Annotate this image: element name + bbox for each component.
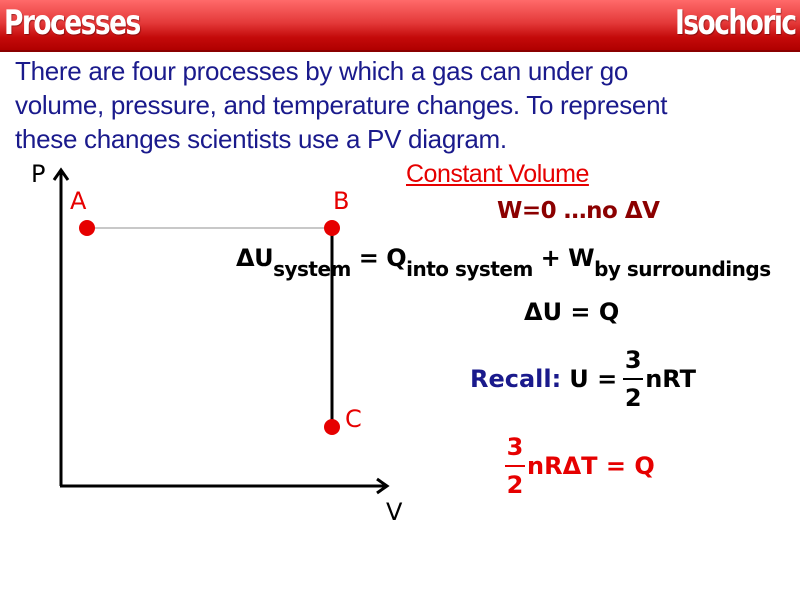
point-b-label: B xyxy=(333,187,350,215)
fraction-numerator: 3 xyxy=(506,433,524,461)
intro-paragraph: There are four processes by which a gas … xyxy=(15,54,795,156)
recall-lhs: U = xyxy=(569,365,618,393)
fraction-bar xyxy=(623,378,644,380)
intro-line: volume, pressure, and temperature change… xyxy=(15,90,668,120)
y-axis-arrowhead-icon xyxy=(52,167,70,181)
point-c-dot xyxy=(324,419,340,435)
delta-u: ΔU xyxy=(236,244,274,272)
recall-equation: Recall: U = 3 2 nRT xyxy=(470,340,696,418)
slide-subtitle: Isochoric xyxy=(675,3,797,43)
intro-line: these changes scientists use a PV diagra… xyxy=(15,124,507,154)
recall-label: Recall: xyxy=(470,365,562,393)
result-rhs: nRΔT = Q xyxy=(527,452,655,480)
process-heading: Constant Volume xyxy=(406,160,589,188)
result-equation: 3 2 nRΔT = Q xyxy=(505,427,655,505)
work-note: W=0 …no ΔV xyxy=(497,198,660,224)
x-axis-label: V xyxy=(386,498,403,526)
slide-header: Processes Isochoric xyxy=(0,0,800,52)
first-law-equation: ΔUsystem = Qinto system + Wby surroundin… xyxy=(236,244,771,281)
point-a-dot xyxy=(79,220,95,236)
slide-title: Processes xyxy=(4,3,141,43)
point-a-label: A xyxy=(70,187,87,215)
point-c-label: C xyxy=(345,405,362,433)
point-b-dot xyxy=(324,220,340,236)
fraction-denominator: 2 xyxy=(506,471,524,499)
fraction-bar xyxy=(505,465,525,467)
y-axis-label: P xyxy=(31,160,46,188)
x-axis-arrowhead-icon xyxy=(376,477,390,495)
equals-q: = Q xyxy=(350,244,407,272)
w-subscript: by surroundings xyxy=(594,257,771,281)
fraction-numerator: 3 xyxy=(624,346,642,374)
recall-fraction: 3 2 xyxy=(623,346,644,412)
simplified-equation: ΔU = Q xyxy=(524,298,620,326)
recall-rhs: nRT xyxy=(645,365,697,393)
plus-w: + W xyxy=(532,244,595,272)
fraction-denominator: 2 xyxy=(624,384,642,412)
result-fraction: 3 2 xyxy=(505,433,525,499)
intro-line: There are four processes by which a gas … xyxy=(15,56,629,86)
q-subscript: into system xyxy=(406,257,533,281)
delta-u-subscript: system xyxy=(273,257,351,281)
